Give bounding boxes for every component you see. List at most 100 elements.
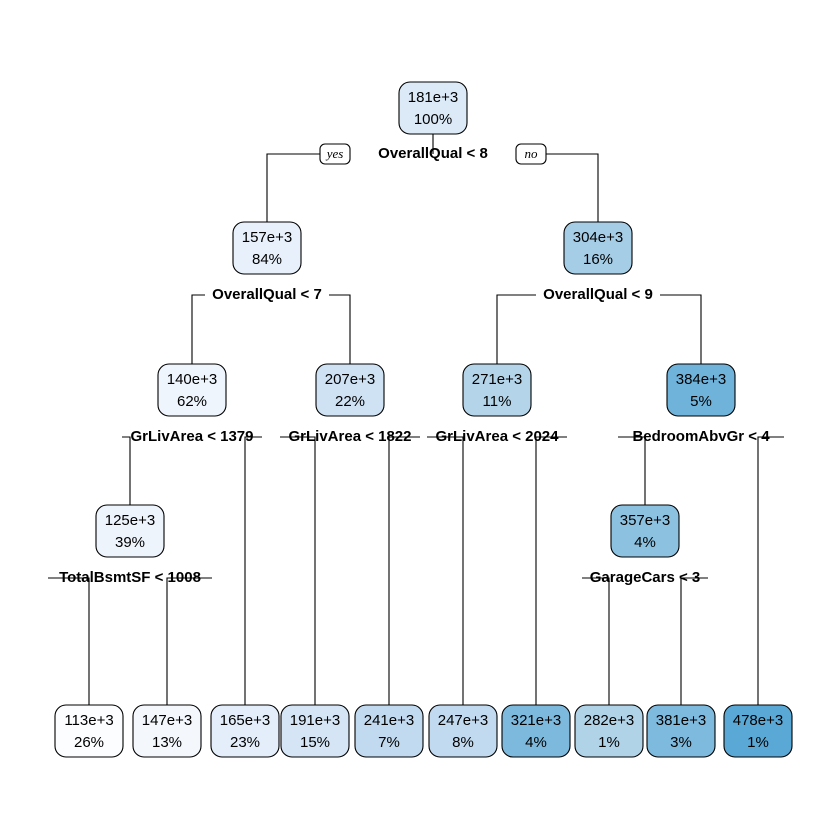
tree-node-percent: 11% <box>483 393 512 410</box>
tree-node-value: 157e+3 <box>242 229 292 246</box>
tree-node-value: 381e+3 <box>656 712 706 729</box>
tree-node[interactable]: 165e+323% <box>210 704 280 758</box>
tree-node-box[interactable] <box>501 704 571 758</box>
tree-node[interactable]: 157e+3 84% <box>232 221 302 275</box>
tree-node[interactable]: 321e+3 4% <box>501 704 571 758</box>
nodes-layer: 181e+3 100% 157e+3 84% 304e+316% 140e+3 62% 207… <box>54 81 793 758</box>
tree-node[interactable]: 140e+3 62% <box>157 363 227 417</box>
branch-pill-no <box>515 143 547 165</box>
split-condition-label: TotalBsmtSF < 1008 <box>59 569 201 586</box>
split-condition-label: GrLivArea < 2024 <box>436 428 560 445</box>
tree-node-box[interactable] <box>723 704 793 758</box>
split-condition-label: GarageCars < 3 <box>590 569 701 586</box>
tree-node-value: 113e+3 <box>64 712 113 729</box>
tree-node-percent: 16% <box>583 251 613 268</box>
tree-node-percent: 84% <box>252 251 282 268</box>
split-label-group: OverallQual < 7 <box>212 286 322 303</box>
tree-node-box[interactable] <box>574 704 644 758</box>
branch-pill-yes <box>319 143 351 165</box>
split-edge-right <box>244 436 262 705</box>
tree-node-box[interactable] <box>95 504 165 558</box>
split-label-group: GrLivArea < 2024 <box>436 428 560 445</box>
edges-layer <box>48 134 784 705</box>
tree-node[interactable]: 384e+35% <box>666 363 736 417</box>
tree-node[interactable]: 478e+3 1% <box>723 704 793 758</box>
split-condition-label: BedroomAbvGr < 4 <box>632 428 770 445</box>
tree-node-value: 478e+3 <box>733 712 783 729</box>
split-label-group: TotalBsmtSF < 1008 <box>59 569 201 586</box>
split-edge-right <box>388 436 420 705</box>
tree-node[interactable]: 181e+3 100% <box>398 81 468 135</box>
tree-node[interactable]: 241e+3 7% <box>354 704 424 758</box>
tree-node[interactable]: 271e+3 11% <box>462 363 532 417</box>
tree-node-percent: 4% <box>525 734 547 751</box>
tree-node-box[interactable] <box>462 363 532 417</box>
tree-node-percent: 13% <box>152 734 182 751</box>
tree-node-value: 181e+3 <box>408 89 458 106</box>
tree-node[interactable]: 304e+316% <box>563 221 633 275</box>
tree-node-value: 271e+3 <box>472 371 522 388</box>
split-edge-left <box>427 436 464 705</box>
tree-node-box[interactable] <box>428 704 498 758</box>
tree-node-value: 321e+3 <box>511 712 561 729</box>
tree-node[interactable]: 125e+3 39% <box>95 504 165 558</box>
tree-node-percent: 5% <box>690 393 712 410</box>
tree-node-box[interactable] <box>210 704 280 758</box>
tree-node-percent: 62% <box>177 393 207 410</box>
split-edge-left <box>618 436 646 505</box>
tree-node-value: 357e+3 <box>620 512 670 529</box>
split-label-group: OverallQual < 8 yes no <box>319 143 547 165</box>
branch-pill-label-yes: yes <box>325 146 344 161</box>
tree-node-box[interactable] <box>398 81 468 135</box>
split-edge-right <box>535 436 567 705</box>
split-edge-right <box>680 577 708 705</box>
tree-node[interactable]: 147e+3 13% <box>132 704 202 758</box>
split-condition-label: OverallQual < 8 <box>378 145 488 162</box>
tree-node-percent: 7% <box>378 734 400 751</box>
split-condition-label: GrLivArea < 1822 <box>289 428 412 445</box>
tree-node-percent: 23% <box>230 734 260 751</box>
tree-node-percent: 4% <box>634 534 656 551</box>
tree-node-value: 282e+3 <box>584 712 634 729</box>
tree-node-box[interactable] <box>157 363 227 417</box>
split-edge-left <box>582 577 610 705</box>
tree-node-value: 125e+3 <box>105 512 155 529</box>
split-label-group: GrLivArea < 1379 <box>131 428 254 445</box>
tree-node-box[interactable] <box>54 704 124 758</box>
tree-node[interactable]: 113e+3 26% <box>54 704 124 758</box>
tree-node-percent: 22% <box>335 393 365 410</box>
tree-node-percent: 26% <box>74 734 104 751</box>
tree-node[interactable]: 282e+31% <box>574 704 644 758</box>
split-edge-left <box>496 294 536 364</box>
tree-node-value: 140e+3 <box>167 371 217 388</box>
tree-node-percent: 3% <box>670 734 692 751</box>
tree-node-value: 147e+3 <box>142 712 192 729</box>
branch-pill-label-no: no <box>525 146 539 161</box>
tree-node-percent: 15% <box>300 734 330 751</box>
split-edge-left <box>280 436 316 705</box>
tree-node[interactable]: 207e+322% <box>315 363 385 417</box>
tree-node-box[interactable] <box>354 704 424 758</box>
tree-node-percent: 100% <box>414 111 452 128</box>
tree-node-box[interactable] <box>563 221 633 275</box>
tree-node[interactable]: 357e+3 4% <box>610 504 680 558</box>
split-label-group: BedroomAbvGr < 4 <box>632 428 770 445</box>
tree-node-percent: 1% <box>747 734 769 751</box>
tree-node[interactable]: 381e+3 3% <box>646 704 716 758</box>
tree-node-box[interactable] <box>315 363 385 417</box>
tree-node-value: 241e+3 <box>364 712 414 729</box>
split-label-group: GarageCars < 3 <box>590 569 701 586</box>
tree-node-box[interactable] <box>646 704 716 758</box>
tree-node[interactable]: 247e+38% <box>428 704 498 758</box>
tree-node[interactable]: 191e+315% <box>280 704 350 758</box>
tree-node-box[interactable] <box>610 504 680 558</box>
tree-node-box[interactable] <box>132 704 202 758</box>
tree-node-box[interactable] <box>666 363 736 417</box>
tree-node-box[interactable] <box>280 704 350 758</box>
split-label-group: GrLivArea < 1822 <box>289 428 412 445</box>
tree-node-box[interactable] <box>232 221 302 275</box>
tree-node-percent: 39% <box>115 534 145 551</box>
